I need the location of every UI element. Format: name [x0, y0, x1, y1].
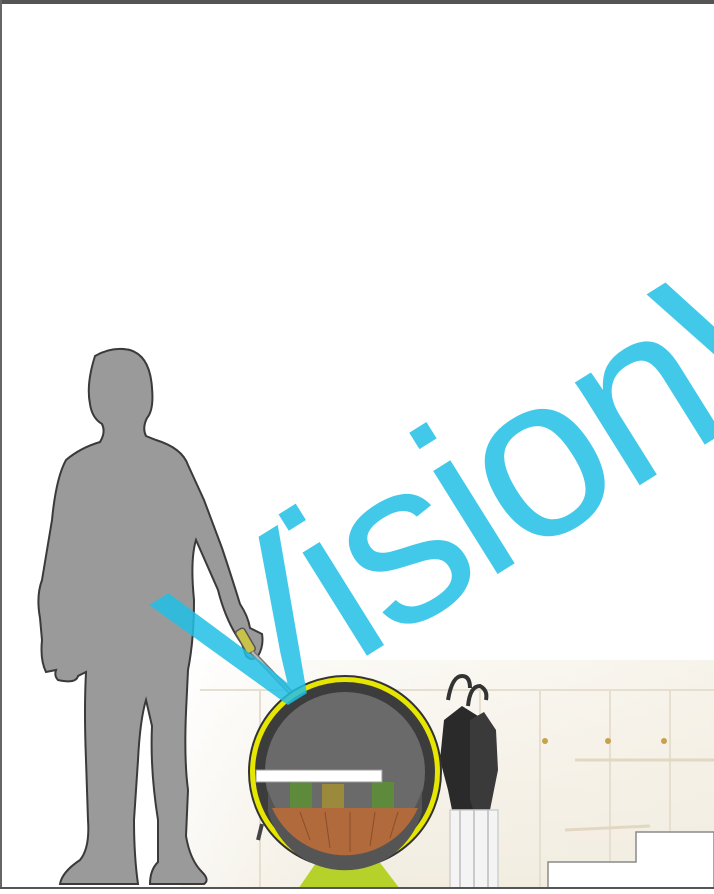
frame-top-border — [0, 0, 714, 4]
interior-chair-right — [372, 782, 394, 808]
interior-cabinet — [322, 784, 344, 808]
interior-chair-left — [290, 782, 312, 808]
device-light-bar — [256, 770, 382, 782]
frame-left-border — [0, 0, 2, 889]
